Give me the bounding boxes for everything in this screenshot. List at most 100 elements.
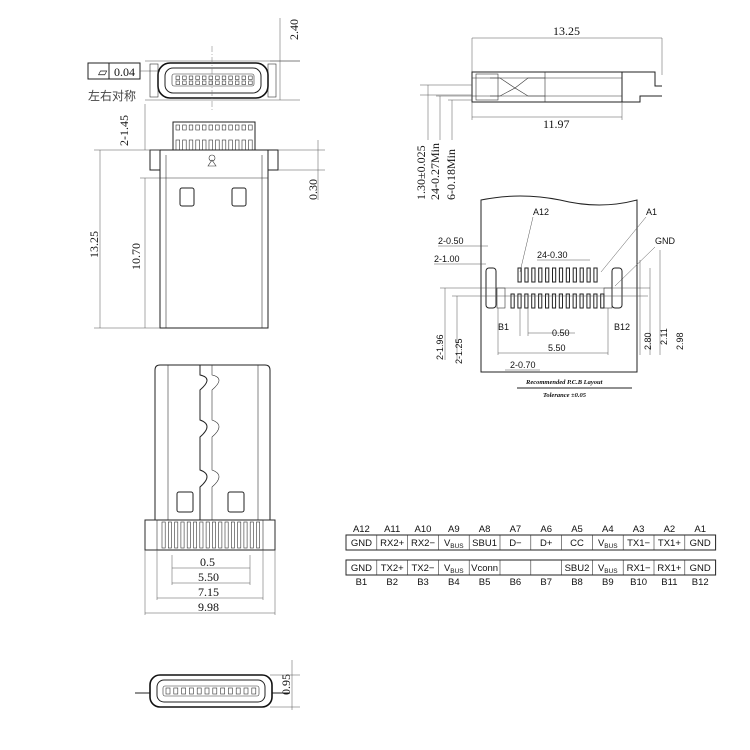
mouth-pin: [175, 75, 180, 80]
pin-signal-top: RX2+: [380, 538, 404, 549]
pcb-pad: [586, 293, 591, 309]
header-pin-top: [235, 124, 240, 131]
end-pin: [243, 687, 249, 695]
dim-shell-pins: 6-0.18Min: [444, 149, 458, 200]
end-pin: [204, 687, 210, 695]
bottom-pin: [193, 521, 198, 549]
dim-pitch: 0.50: [552, 328, 570, 338]
top-view: ▱ 0.04 左右对称 2.40 2-1.45: [87, 18, 325, 329]
pin-id-bottom: B12: [692, 577, 709, 588]
dim-thickness: 1.30±0.025: [414, 145, 428, 200]
dim-bottom-9-98: 9.98: [198, 600, 219, 614]
mouth-pin: [195, 75, 200, 80]
mouth-pin: [221, 75, 227, 80]
connector-body: [159, 149, 269, 329]
header-pin-top: [248, 124, 253, 131]
dim-pin-length: 2-1.45: [117, 115, 131, 146]
bottom-pin: [231, 521, 235, 549]
end-pin: [173, 687, 179, 695]
end-pin: [220, 687, 225, 695]
pin-signal-bottom: SBU2: [565, 563, 590, 574]
pin-signal-bottom: TX2+: [381, 563, 404, 574]
pin-id-bottom: B5: [479, 577, 491, 588]
pcb-pad: [517, 293, 522, 309]
dim-pad-count: 24-0.30: [537, 250, 568, 260]
pin-id-bottom: B7: [540, 577, 552, 588]
end-pins: [165, 687, 257, 695]
dim-2-80: 2.80: [643, 332, 653, 350]
end-pin: [251, 687, 257, 695]
dim-slot-height: 2-1.00: [434, 254, 460, 264]
end-pin: [165, 687, 171, 695]
dim-end-height: 0.95: [279, 674, 293, 695]
pin-signal-bottom: Vconn: [471, 563, 498, 574]
pcb-pad: [545, 267, 550, 283]
mouth-pin: [215, 80, 220, 85]
mouth-pin: [208, 75, 213, 80]
dim-1-96: 2-1.96: [435, 334, 445, 360]
pcb-pads: [510, 267, 605, 309]
header-pin-top: [195, 124, 200, 131]
mouth-pin: [228, 75, 233, 80]
bottom-view: 0.5 5.50 7.15 9.98: [144, 364, 276, 615]
mouth-pin: [188, 80, 194, 85]
label-gnd: GND: [655, 236, 676, 246]
pin-id-top: A3: [633, 524, 645, 535]
pin-signal-top: GND: [690, 538, 711, 549]
mouth-pin: [195, 80, 200, 85]
dim-bottom-5-50: 5.50: [198, 570, 219, 584]
pin-id-bottom: B1: [356, 577, 368, 588]
header-pin: [248, 139, 253, 151]
end-pin: [212, 687, 218, 695]
bottom-pin: [186, 521, 191, 549]
header-pin-top: [182, 124, 187, 131]
header-pin-top: [241, 124, 246, 131]
pin-signal-bottom: VBUS: [444, 563, 464, 575]
bottom-window-right: [227, 491, 245, 513]
end-pin: [189, 687, 194, 695]
side-body: [471, 71, 623, 103]
pin-signal-bottom: TX2−: [412, 563, 435, 574]
pin-id-bottom: B6: [510, 577, 522, 588]
pin-id-bottom: B4: [448, 577, 460, 588]
bottom-pin: [249, 521, 254, 549]
pcb-pad: [600, 293, 605, 309]
dim-2-98: 2.98: [675, 332, 685, 350]
bottom-pin: [180, 521, 185, 549]
dim-0-70: 2-0.70: [510, 360, 536, 370]
pcb-pad: [593, 267, 598, 283]
bottom-pin: [205, 521, 210, 549]
pin-id-top: A1: [694, 524, 706, 535]
pin-signal-bottom: RX1+: [657, 563, 681, 574]
pin-signal-top: D+: [540, 538, 553, 549]
flatness-value: 0.04: [114, 65, 135, 79]
mouth-pins: [175, 75, 253, 85]
pcb-pad: [593, 293, 598, 309]
pin-id-top: A7: [510, 524, 522, 535]
pcb-pad: [517, 267, 522, 283]
label-a1: A1: [646, 207, 657, 217]
pin-id-bottom: B2: [386, 577, 398, 588]
header-pin: [215, 139, 220, 151]
pcb-title: Recommended P.C.B Layout: [525, 379, 603, 386]
pin-id-top: A10: [415, 524, 432, 535]
dim-pin-count: 24-0.27Min: [428, 143, 442, 200]
bottom-pin: [199, 521, 204, 549]
pcb-pad: [558, 293, 563, 309]
pcb-pad: [552, 267, 557, 283]
header-pin-top: [221, 124, 227, 131]
pcb-pad: [524, 293, 529, 309]
header-pin: [188, 139, 194, 151]
pin-id-top: A4: [602, 524, 614, 535]
pin-signal-top: CC: [570, 538, 584, 549]
mouth-pin: [202, 75, 207, 80]
pin-id-top: A11: [384, 524, 400, 535]
bottom-pin: [174, 521, 179, 549]
header-pin: [195, 139, 200, 151]
header-pin: [202, 139, 207, 151]
header-pin-top: [228, 124, 233, 131]
pin-signal-bottom: RX1−: [627, 563, 651, 574]
flatness-symbol: ▱: [98, 65, 108, 79]
symmetry-note: 左右对称: [88, 88, 136, 103]
